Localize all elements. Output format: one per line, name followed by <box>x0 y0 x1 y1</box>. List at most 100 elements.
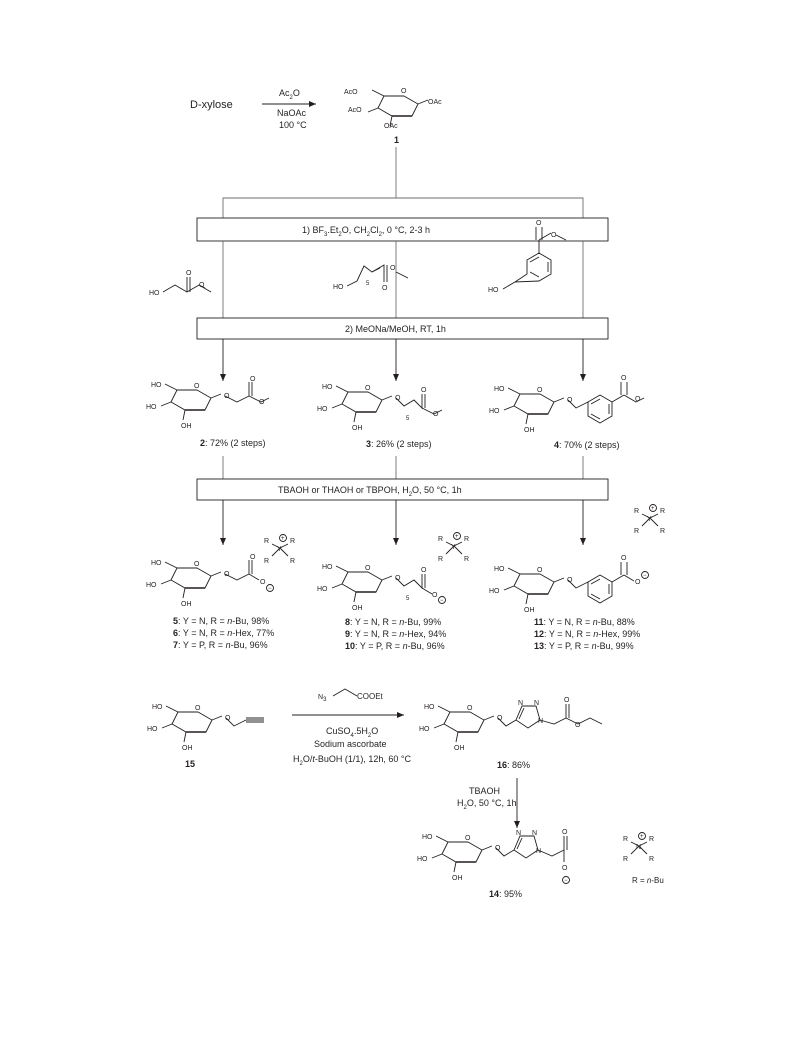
atom-ho: HO <box>489 588 500 595</box>
atom-r: R <box>649 856 654 863</box>
cmpd1-aco-top: AcO <box>344 89 358 96</box>
atom-ho: HO <box>317 406 328 413</box>
cmpd1-oac-bottom: OAc <box>384 123 398 130</box>
atom-o: O <box>390 265 396 272</box>
atom-r: R <box>438 556 443 563</box>
step-box-2 <box>196 317 609 340</box>
minus-charge-icon <box>562 876 570 884</box>
atom-r: R <box>649 836 654 843</box>
atom-n: N <box>534 700 539 707</box>
salt-caption: 13: Y = P, R = n-Bu, 99% <box>534 641 634 651</box>
connector <box>222 197 584 218</box>
atom-oh: OH <box>352 425 363 432</box>
chain-subscript: 5 <box>406 416 410 422</box>
azide-ester: COOEt <box>357 692 384 701</box>
d-xylose-label: D-xylose <box>190 99 233 111</box>
salt-captions-right: 11: Y = N, R = n-Bu, 88% 12: Y = N, R = … <box>534 617 640 651</box>
step-box-2-text: 2) MeONa/MeOH, RT, 1h <box>345 324 446 334</box>
atom-ho: HO <box>424 704 435 711</box>
atom-o: O <box>567 577 573 584</box>
azide-label: N3 <box>318 694 327 703</box>
chain-subscript: 5 <box>406 596 410 602</box>
atom-o: O <box>621 555 627 562</box>
catalyst-label: CuSO4.5H2O <box>326 726 378 739</box>
minus-charge-icon <box>266 584 274 592</box>
atom-o: O <box>395 575 401 582</box>
compound-16-structure <box>433 704 603 743</box>
hydroxymethyl-benzoate-structure <box>502 227 567 290</box>
atom-ho: HO <box>317 586 328 593</box>
atom-o: O <box>433 411 439 418</box>
atom-ho: HO <box>494 566 505 573</box>
atom-o: O <box>562 865 568 872</box>
sap-reagent: TBAOH <box>469 786 500 796</box>
cmpd1-aco-left: AcO <box>348 107 362 114</box>
atom-ho: HO <box>152 704 163 711</box>
atom-r: R <box>623 836 628 843</box>
atom-o: O <box>382 285 388 292</box>
charge-plus: + <box>281 536 285 542</box>
step-box-1 <box>196 217 609 242</box>
atom-o: O <box>432 592 438 599</box>
charge-plus: + <box>455 534 459 540</box>
atom-o: O <box>250 376 256 383</box>
salt-caption: 6: Y = N, R = n-Hex, 77% <box>173 628 274 638</box>
cation-yr4-right <box>641 513 659 527</box>
atom-r: R <box>660 508 665 515</box>
step-box-3-text: TBAOH or THAOH or TBPOH, H2O, 50 °C, 1h <box>278 485 462 498</box>
atom-oh: OH <box>181 601 192 608</box>
atom-oh: OH <box>524 607 535 614</box>
atom-r: R <box>660 528 665 535</box>
atom-n: N <box>536 848 541 855</box>
atom-ho: HO <box>322 564 333 571</box>
atom-o: O <box>250 554 256 561</box>
atom-ho: HO <box>488 287 499 294</box>
atom-o: O <box>564 697 570 704</box>
compound-16-caption: 16: 86% <box>497 760 530 770</box>
salt-caption: 9: Y = N, R = n-Hex, 94% <box>345 629 446 639</box>
step1-reagent: Ac2O <box>279 88 300 101</box>
atom-o: O <box>395 395 401 402</box>
salt-caption: 10: Y = P, R = n-Bu, 96% <box>345 641 445 651</box>
charge-plus: + <box>651 506 655 512</box>
atom-o: O <box>575 722 581 729</box>
atom-ho: HO <box>494 386 505 393</box>
minus-charge-icon <box>438 596 446 604</box>
atom-ho: HO <box>147 726 158 733</box>
minus-charge-icon <box>641 571 649 579</box>
atom-o: O <box>260 579 266 586</box>
step-box-3 <box>196 478 609 501</box>
atom-r: R <box>290 538 295 545</box>
atom-ho: HO <box>333 284 344 291</box>
atom-o: O <box>467 705 473 712</box>
atom-r: R <box>264 558 269 565</box>
cation-yr4-left <box>271 543 289 557</box>
atom-n: N <box>532 830 537 837</box>
atom-o: O <box>225 715 231 722</box>
salt-caption: 8: Y = N, R = n-Bu, 99% <box>345 617 441 627</box>
atom-oh: OH <box>524 427 535 434</box>
atom-n: N <box>636 844 641 851</box>
atom-n: N <box>518 700 523 707</box>
atom-oh: OH <box>181 423 192 430</box>
atom-ho: HO <box>489 408 500 415</box>
atom-o: O <box>495 845 501 852</box>
atom-oh: OH <box>352 605 363 612</box>
salt-caption: 5: Y = N, R = n-Bu, 98% <box>173 616 269 626</box>
atom-o: O <box>365 565 371 572</box>
charge-minus: − <box>643 573 647 579</box>
charge-minus: − <box>440 598 444 604</box>
charge-plus: + <box>640 834 644 840</box>
salt-captions-middle: 8: Y = N, R = n-Bu, 99% 9: Y = N, R = n-… <box>345 617 446 651</box>
compound-14-structure <box>431 835 568 873</box>
compound-3-caption: 3: 26% (2 steps) <box>366 439 432 449</box>
atom-oh: OH <box>452 875 463 882</box>
atom-r: R <box>464 536 469 543</box>
compound-14-caption: 14: 95% <box>489 889 522 899</box>
atom-o: O <box>536 220 542 227</box>
atom-ho: HO <box>417 856 428 863</box>
compound-15-structure <box>161 705 264 743</box>
chain-subscript: 5 <box>366 281 370 287</box>
atom-y: Y <box>277 546 282 553</box>
